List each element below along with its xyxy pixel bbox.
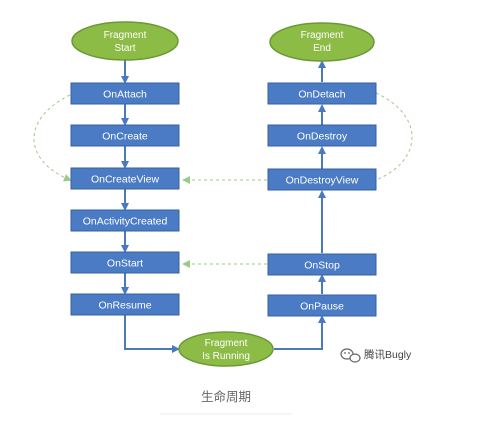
step-oncreate-label: OnCreate xyxy=(102,131,148,143)
wechat-icon xyxy=(340,348,361,363)
dashed-curve-right xyxy=(368,86,413,181)
step-onstart: OnStart xyxy=(70,251,180,274)
watermark: 腾讯Bugly xyxy=(340,348,412,363)
end-node: Fragment End xyxy=(269,22,375,62)
start-line1: Fragment xyxy=(104,30,147,41)
step-oncreateview-label: OnCreateView xyxy=(91,174,160,186)
step-onstop: OnStop xyxy=(267,253,377,276)
dashed-curve-left xyxy=(33,94,72,182)
step-ondestroy: OnDestroy xyxy=(267,124,377,147)
start-line2: Start xyxy=(114,43,135,54)
step-onstart-label: OnStart xyxy=(107,258,143,270)
arrow-running-pause xyxy=(274,315,326,350)
start-node: Fragment Start xyxy=(71,21,179,61)
step-ondestroyview-label: OnDestroyView xyxy=(286,175,359,187)
step-oncreateview: OnCreateView xyxy=(70,167,180,190)
step-oncreate: OnCreate xyxy=(70,124,180,147)
end-line2: End xyxy=(313,43,331,54)
step-onresume: OnResume xyxy=(70,293,180,316)
step-onactivitycreated-label: OnActivityCreated xyxy=(83,216,168,228)
step-onattach: OnAttach xyxy=(70,82,180,105)
step-onactivitycreated: OnActivityCreated xyxy=(70,209,180,232)
step-ondetach: OnDetach xyxy=(267,82,377,105)
running-line2: Is Running xyxy=(202,351,250,362)
step-onresume-label: OnResume xyxy=(98,300,151,312)
step-onpause-label: OnPause xyxy=(300,301,344,313)
step-ondetach-label: OnDetach xyxy=(298,89,345,101)
running-node: Fragment Is Running xyxy=(178,331,274,367)
step-onpause: OnPause xyxy=(267,294,377,317)
arrow-resume-running xyxy=(124,315,180,353)
figure-caption: 生命周期 xyxy=(201,389,251,404)
step-ondestroyview: OnDestroyView xyxy=(267,168,377,191)
running-line1: Fragment xyxy=(205,338,248,349)
step-onattach-label: OnAttach xyxy=(103,89,147,101)
watermark-text: 腾讯Bugly xyxy=(364,348,412,361)
step-ondestroy-label: OnDestroy xyxy=(297,131,348,143)
end-line1: Fragment xyxy=(301,30,344,41)
step-onstop-label: OnStop xyxy=(304,260,340,272)
